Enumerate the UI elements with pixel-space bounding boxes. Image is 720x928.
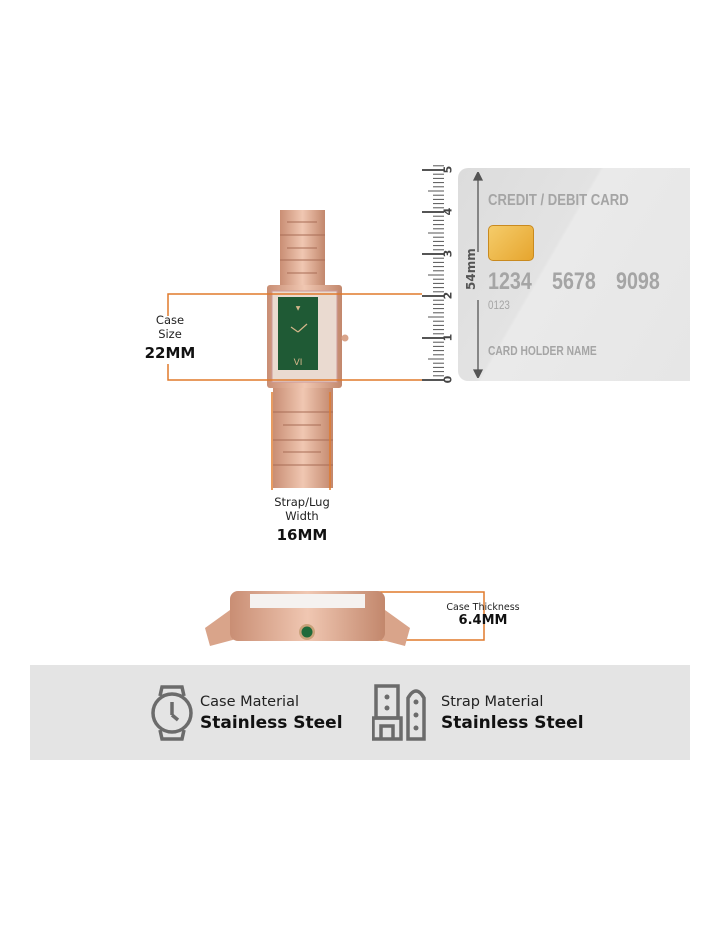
- svg-text:▼: ▼: [296, 305, 301, 312]
- watch-front-image: ▼ VI: [267, 210, 349, 488]
- case-size-value: 22MM: [144, 344, 196, 362]
- strap-material-value: Stainless Steel: [441, 713, 584, 733]
- strap-icon: [372, 684, 426, 741]
- ruler-tick-label: 1: [441, 333, 455, 342]
- strap-width-value: 16MM: [276, 526, 328, 544]
- card-number: 1234 5678 9098: [488, 268, 660, 295]
- credit-card-reference: 54mm CREDIT / DEBIT CARD 1234 5678 9098 …: [458, 168, 690, 381]
- ruler-tick-label: 5: [441, 165, 455, 174]
- card-title: CREDIT / DEBIT CARD: [488, 192, 629, 209]
- ruler-tick-label: 0: [441, 375, 455, 384]
- card-holder-name: CARD HOLDER NAME: [488, 344, 597, 358]
- measure-arrow: [472, 172, 484, 378]
- card-small-number: 0123: [488, 298, 510, 312]
- case-thickness-value: 6.4MM: [458, 613, 508, 628]
- watch-case-icon: [151, 685, 193, 741]
- svg-text:VI: VI: [294, 358, 303, 368]
- ruler-tick-label: 3: [441, 249, 455, 258]
- strap-material-label: Strap Material: [441, 694, 544, 710]
- ruler: [422, 165, 444, 381]
- chip-icon: [488, 225, 534, 261]
- case-material-label: Case Material: [200, 694, 300, 710]
- case-thickness-label: Case Thickness: [446, 602, 520, 613]
- materials-band: [30, 665, 690, 760]
- case-material-value: Stainless Steel: [200, 713, 343, 733]
- ruler-labels: 0 1 2 3 4 5: [441, 165, 458, 387]
- ruler-tick-label: 4: [441, 207, 455, 216]
- watch-side-image: [205, 591, 410, 646]
- measure-label: 54mm: [464, 248, 478, 290]
- ruler-tick-label: 2: [441, 291, 455, 300]
